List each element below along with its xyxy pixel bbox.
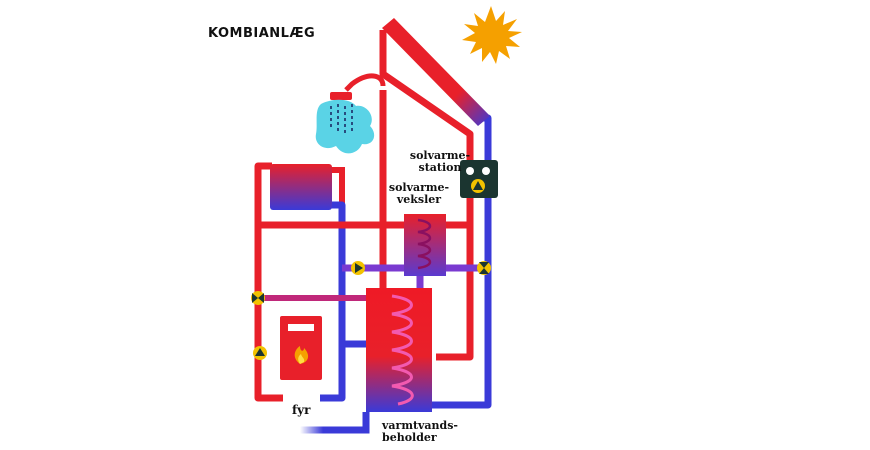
boiler-label: fyr (292, 403, 311, 417)
boiler (280, 316, 322, 380)
solar-exchanger (404, 214, 446, 276)
solar-collector (379, 18, 492, 409)
cold-water-inlet (300, 412, 370, 434)
solar-station-label: solvarme- station (405, 150, 475, 174)
radiator-circuit (254, 162, 470, 402)
sun-icon (462, 6, 522, 64)
diagram-title: KOMBIANLÆG (208, 26, 316, 41)
solar-station (460, 160, 498, 198)
flame-icon (294, 346, 309, 364)
hot-water-tank-label: varmtvands- beholder (382, 420, 458, 444)
solar-station-label-line2: station (418, 161, 462, 174)
hot-water-tank (366, 288, 432, 412)
valve-icon (477, 261, 491, 275)
pump-icon (253, 346, 267, 360)
solar-exchanger-label-line2: veksler (396, 193, 442, 206)
solar-exchanger-label-line1: solvarme- (388, 181, 450, 194)
hot-water-tank-label-line2: beholder (382, 431, 437, 444)
hot-water-tank-label-line1: varmtvands- (382, 419, 459, 432)
solar-station-label-line1: solvarme- (409, 149, 471, 162)
radiator (270, 164, 332, 210)
valve-icon (251, 291, 265, 305)
solar-exchanger-label: solvarme- veksler (386, 182, 452, 206)
pump-icon (351, 261, 365, 275)
